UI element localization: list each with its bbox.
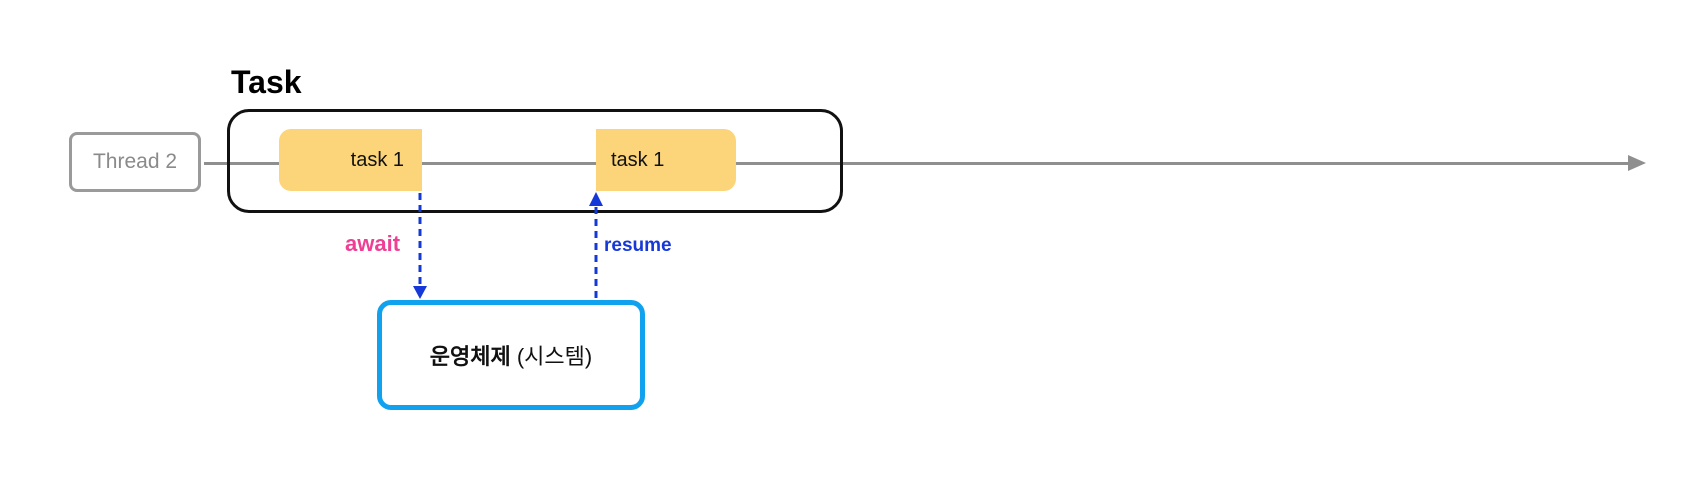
task-block-before-await: task 1: [279, 129, 422, 191]
thread-label-text: Thread 2: [92, 150, 178, 173]
operating-system-box: 운영체제 (시스템): [377, 300, 645, 410]
thread-label: Thread 2: [69, 132, 201, 192]
timeline-arrow-head-icon: [1628, 155, 1646, 171]
task-title: Task: [231, 64, 302, 100]
resume-arrow-head-icon: [589, 192, 603, 206]
await-label: await: [345, 231, 401, 256]
task-block-label: task 1: [611, 148, 665, 171]
task-block-after-resume: task 1: [596, 129, 736, 191]
resume-label: resume: [604, 235, 672, 256]
os-label-primary: 운영체제: [429, 344, 511, 369]
await-arrow-head-icon: [413, 286, 427, 299]
thread-timeline: [204, 162, 1628, 165]
task-block-label: task 1: [350, 148, 404, 171]
os-label-secondary: (시스템): [516, 344, 593, 369]
task-frame: [227, 109, 843, 213]
